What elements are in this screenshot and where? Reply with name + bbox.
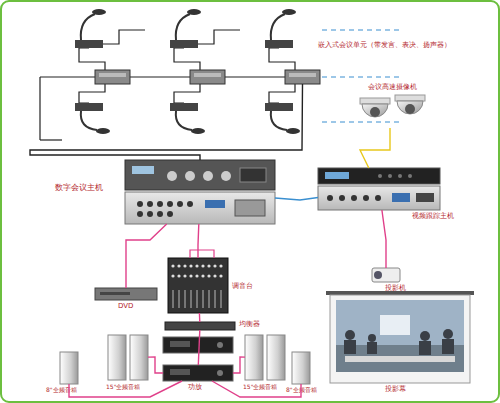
- device-label: 8"全频音箱: [286, 387, 317, 393]
- device-label: 功放: [188, 384, 202, 391]
- device-label: 投影机: [385, 285, 406, 292]
- signal-cable: [69, 381, 182, 397]
- device-node: 8"全频音箱: [60, 352, 78, 384]
- device-node: 调音台: [168, 258, 228, 313]
- device-label: 调音台: [232, 283, 253, 290]
- device-node: 15"全频音箱: [245, 335, 285, 380]
- signal-cable: [199, 313, 201, 322]
- device-label: DVD: [118, 303, 133, 310]
- signal-cable: [212, 381, 301, 397]
- signal-cable: [233, 357, 245, 373]
- signal-cable: [197, 224, 199, 258]
- device-node: 投影幕: [330, 292, 470, 383]
- device-label: 嵌入式会议单元（带发言、表决、扬声器）: [318, 42, 451, 49]
- device-label: 投影幕: [385, 386, 406, 393]
- signal-cable: [382, 210, 386, 268]
- signal-cable: [360, 128, 390, 168]
- device-node: 数字会议主机: [125, 160, 275, 224]
- signal-cable: [126, 224, 167, 288]
- signal-cable: [198, 330, 200, 365]
- device-label: 均衡器: [239, 321, 260, 328]
- device-label: 数字会议主机: [55, 184, 103, 192]
- device-label: 视频跟踪主机: [412, 213, 454, 220]
- signal-cable: [30, 84, 303, 160]
- device-label: 15"全频音箱: [106, 384, 140, 390]
- signal-cable: [275, 198, 318, 201]
- device-node: 投影机: [372, 268, 400, 282]
- device-label: 8"全频音箱: [46, 387, 77, 393]
- device-node: 嵌入式会议单元（带发言、表决、扬声器）: [285, 70, 320, 84]
- device-label: 15"全频音箱: [243, 384, 277, 390]
- device-node: 15"全频音箱: [108, 335, 148, 380]
- device-node: 均衡器: [165, 322, 235, 330]
- signal-cable: [148, 357, 163, 373]
- device-label: 会议高速摄像机: [368, 84, 417, 91]
- device-node: 会议高速摄像机: [355, 93, 425, 128]
- device-node: 视频跟踪主机: [318, 168, 440, 210]
- device-node: 8"全频音箱: [292, 352, 310, 384]
- device-node: DVD: [95, 288, 157, 300]
- device-node: 功放: [163, 365, 233, 381]
